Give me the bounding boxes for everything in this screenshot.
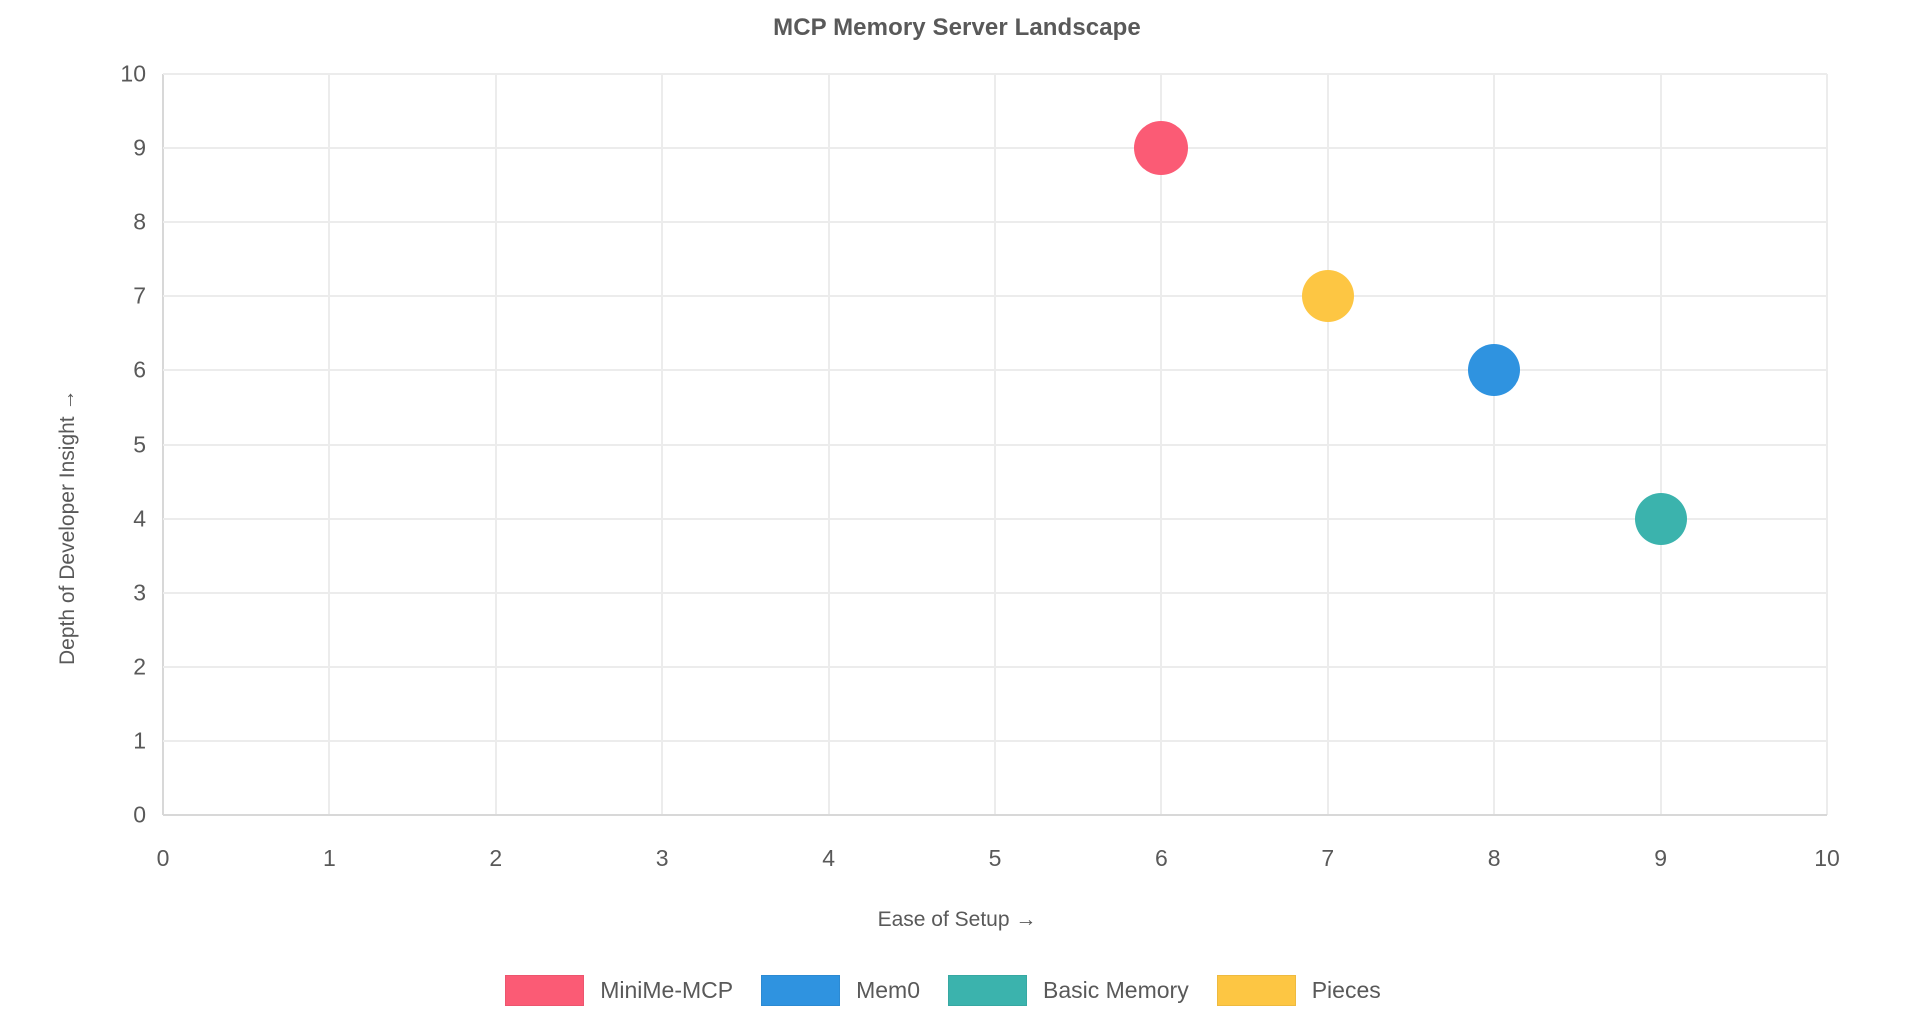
x-tick-label: 6 bbox=[1154, 845, 1168, 871]
data-point-bubble[interactable] bbox=[1134, 121, 1189, 176]
x-tick-label: 2 bbox=[489, 845, 503, 871]
legend-label: Basic Memory bbox=[1043, 977, 1189, 1003]
legend-color-swatch bbox=[948, 975, 1028, 1006]
y-tick-label: 2 bbox=[133, 653, 146, 680]
legend-item[interactable]: Basic Memory bbox=[948, 975, 1189, 1006]
gridline-horizontal bbox=[163, 147, 1827, 150]
legend-item[interactable]: Mem0 bbox=[761, 975, 920, 1006]
gridline-horizontal bbox=[163, 517, 1827, 520]
y-tick-label: 7 bbox=[133, 282, 146, 309]
y-tick-label: 9 bbox=[133, 134, 146, 161]
legend-color-swatch bbox=[1216, 975, 1296, 1006]
gridline-horizontal bbox=[163, 73, 1827, 75]
y-tick-label: 0 bbox=[133, 801, 146, 828]
y-tick-label: 5 bbox=[133, 431, 146, 457]
gridline-horizontal bbox=[163, 591, 1827, 594]
legend-color-swatch bbox=[505, 975, 585, 1006]
gridline-horizontal bbox=[163, 665, 1827, 668]
chart-title: MCP Memory Server Landscape bbox=[773, 14, 1141, 41]
x-tick-label: 3 bbox=[655, 845, 669, 871]
x-tick-label: 10 bbox=[1814, 845, 1840, 871]
y-tick-label: 1 bbox=[133, 727, 146, 754]
x-tick-label: 5 bbox=[988, 845, 1002, 871]
plot-area bbox=[162, 73, 1828, 816]
x-tick-label: 7 bbox=[1321, 845, 1335, 871]
x-tick-label: 1 bbox=[322, 845, 336, 871]
gridline-horizontal bbox=[163, 443, 1827, 446]
legend-item[interactable]: MiniMe-MCP bbox=[505, 975, 733, 1006]
data-point-bubble[interactable] bbox=[1301, 270, 1354, 323]
x-tick-label: 9 bbox=[1654, 845, 1667, 871]
gridline-horizontal bbox=[163, 814, 1827, 816]
legend-item[interactable]: Pieces bbox=[1216, 975, 1381, 1006]
x-tick-label: 4 bbox=[822, 845, 835, 871]
gridline-vertical bbox=[1826, 74, 1828, 815]
x-axis-title: Ease of Setup → bbox=[877, 908, 1037, 931]
legend-label: MiniMe-MCP bbox=[600, 977, 734, 1003]
legend-color-swatch bbox=[761, 975, 841, 1006]
data-point-bubble[interactable] bbox=[1634, 492, 1687, 545]
data-point-bubble[interactable] bbox=[1468, 344, 1521, 397]
y-tick-label: 10 bbox=[120, 60, 146, 87]
gridline-horizontal bbox=[163, 221, 1827, 224]
x-tick-label: 0 bbox=[156, 845, 170, 871]
gridline-horizontal bbox=[163, 369, 1827, 372]
y-axis-title: Depth of Developer Insight → bbox=[56, 389, 79, 665]
x-tick-label: 8 bbox=[1487, 845, 1501, 871]
chart-legend: MiniMe-MCP Mem0 Basic Memory Pieces bbox=[0, 975, 1914, 1006]
y-tick-label: 4 bbox=[133, 505, 146, 532]
y-tick-label: 6 bbox=[133, 356, 146, 383]
gridline-horizontal bbox=[163, 739, 1827, 742]
legend-label: Mem0 bbox=[856, 977, 921, 1003]
y-tick-label: 8 bbox=[133, 208, 146, 235]
gridline-horizontal bbox=[163, 295, 1827, 298]
legend-label: Pieces bbox=[1311, 977, 1381, 1003]
y-tick-label: 3 bbox=[133, 579, 146, 606]
